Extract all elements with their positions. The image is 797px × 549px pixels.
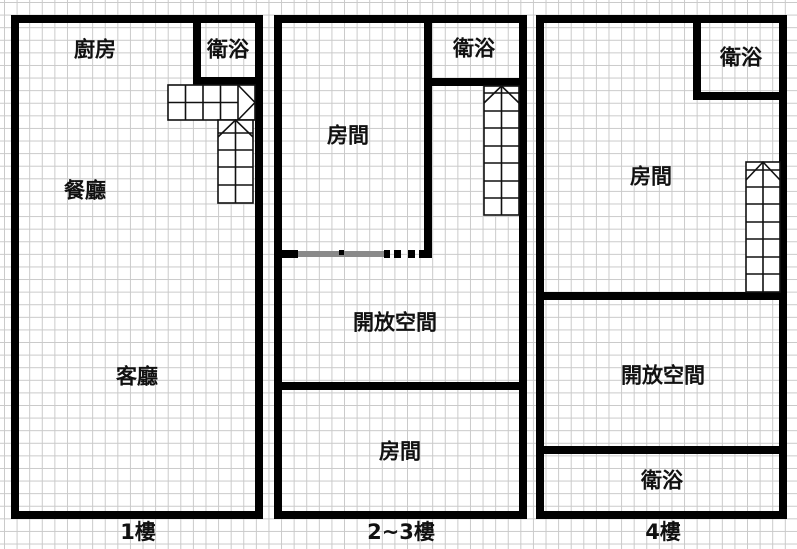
- wall-bedroom-bottom-block-4: [419, 250, 432, 258]
- room-label-bathroom: 衛浴: [453, 36, 495, 61]
- staircase-icon: [167, 84, 257, 204]
- wall-outer-top: [536, 15, 787, 23]
- wall-bedroom-bottom-block-3: [408, 250, 415, 258]
- wall-outer-bottom: [11, 511, 263, 519]
- room-label-open-space: 開放空間: [621, 363, 705, 388]
- staircase-icon: [745, 160, 781, 293]
- wall-divider-bedroom-open: [536, 292, 787, 300]
- wall-outer-top: [274, 15, 527, 23]
- staircase-icon: [483, 84, 520, 216]
- room-label-living: 客廳: [116, 364, 158, 389]
- wall-bedroom-right: [424, 15, 432, 258]
- wall-bathroom-bottom: [693, 92, 787, 100]
- room-label-bedroom: 房間: [630, 164, 672, 189]
- wall-outer-right: [255, 15, 263, 519]
- room-label-kitchen: 廚房: [74, 37, 116, 62]
- wall-bedroom-bottom-block-2: [394, 250, 401, 258]
- room-label-bedroom-top: 房間: [327, 123, 369, 148]
- room-label-bathroom-bottom: 衛浴: [641, 468, 683, 493]
- wall-bedroom-bottom-block-1: [384, 250, 390, 258]
- room-label-bathroom-top: 衛浴: [720, 45, 762, 70]
- wall-divider-open-bedroom: [274, 382, 527, 390]
- wall-bathroom-left: [193, 15, 201, 85]
- room-label-open-space: 開放空間: [353, 310, 437, 335]
- wall-outer-left: [536, 15, 544, 519]
- wall-outer-right: [779, 15, 787, 519]
- wall-outer-left: [274, 15, 282, 519]
- wall-divider-open-bathroom: [536, 446, 787, 454]
- wall-outer-left: [11, 15, 19, 519]
- wall-bathroom-left: [693, 15, 701, 100]
- wall-outer-top: [11, 15, 263, 23]
- floor-label-2-3f: 2~3樓: [367, 520, 435, 544]
- floor-label-1f: 1樓: [120, 520, 156, 544]
- wall-outer-bottom: [536, 511, 787, 519]
- wall-bathroom-bottom: [193, 77, 263, 85]
- wall-bedroom-bottom-post: [339, 250, 344, 255]
- room-label-bathroom: 衛浴: [207, 37, 249, 62]
- wall-outer-bottom: [274, 511, 527, 519]
- floor-label-4f: 4樓: [645, 520, 681, 544]
- room-label-dining: 餐廳: [64, 178, 106, 203]
- room-label-bedroom-bottom: 房間: [379, 439, 421, 464]
- wall-bedroom-bottom-segment: [274, 250, 298, 258]
- wall-bathroom-bottom: [424, 78, 527, 86]
- wall-outer-right: [519, 15, 527, 519]
